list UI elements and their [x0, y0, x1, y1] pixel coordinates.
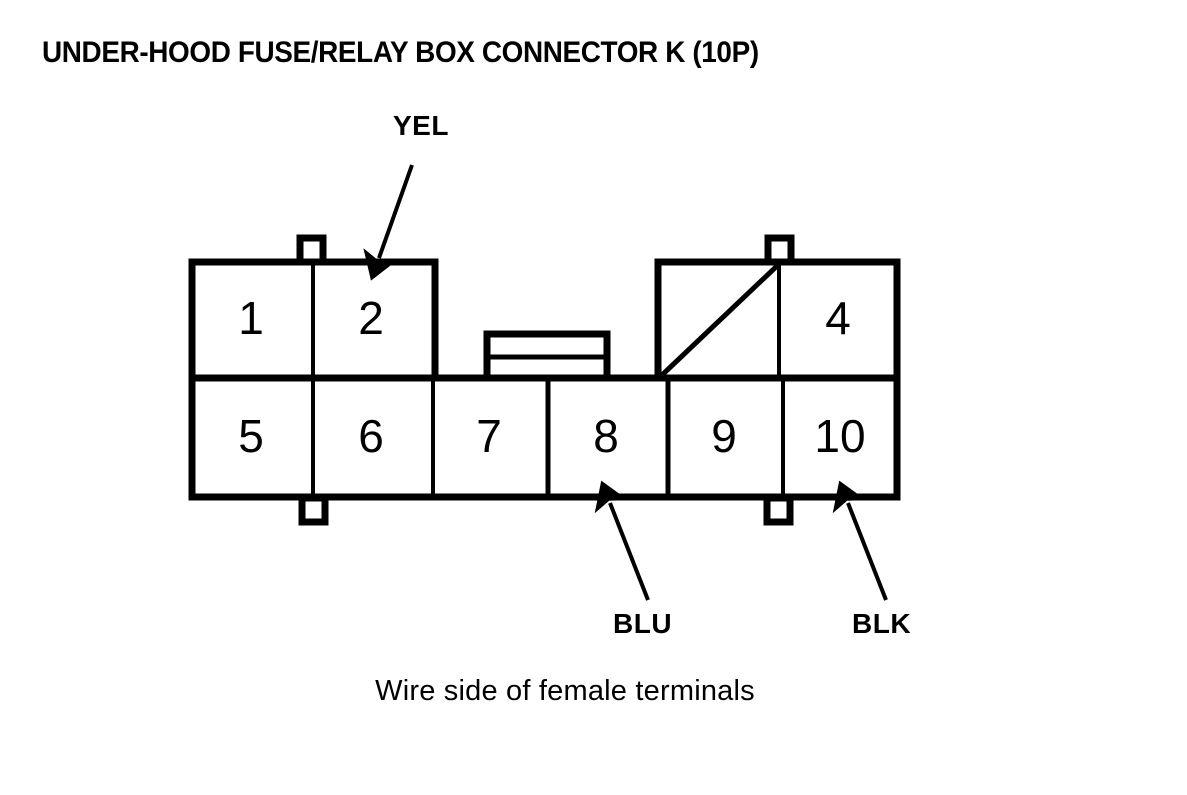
- leader-arrow-blk: [832, 480, 888, 601]
- wire-label-blk: BLK: [852, 608, 912, 639]
- pin-number-6: 6: [358, 410, 384, 462]
- pin-number-5: 5: [238, 410, 264, 462]
- pin-number-7: 7: [476, 410, 502, 462]
- pin-number-1: 1: [238, 292, 264, 344]
- tab-bottom-right: [763, 494, 794, 526]
- wire-label-yel: YEL: [393, 110, 449, 141]
- diagram-caption: Wire side of female terminals: [375, 675, 755, 707]
- wire-label-blu: BLU: [613, 608, 673, 639]
- pin-number-9: 9: [711, 410, 737, 462]
- pin-number-10: 10: [814, 410, 865, 462]
- pin-number-4: 4: [825, 292, 851, 344]
- page-title: UNDER-HOOD FUSE/RELAY BOX CONNECTOR K (1…: [42, 36, 759, 69]
- pin-number-8: 8: [593, 410, 619, 462]
- blank-cavity-slash-pin-3: [659, 263, 780, 378]
- leader-arrow-yel: [363, 164, 414, 281]
- leader-arrow-blu: [594, 480, 650, 601]
- bottom-row-housing: [188, 374, 901, 501]
- tab-bottom-left: [298, 494, 329, 526]
- center-latch: [483, 330, 611, 383]
- pin-number-2: 2: [358, 292, 384, 344]
- upper-left-housing: [188, 258, 439, 383]
- upper-right-housing: [654, 258, 901, 383]
